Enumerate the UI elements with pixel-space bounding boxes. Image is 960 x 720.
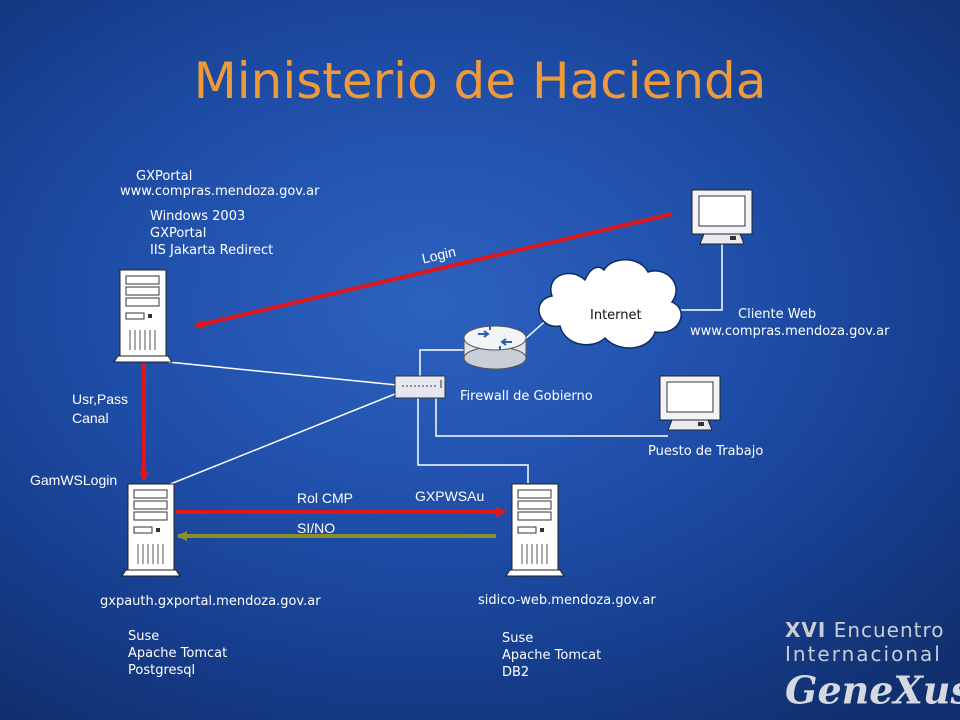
gxportal-specs: Windows 2003 GXPortal IIS Jakarta Redire… xyxy=(150,208,273,259)
link-firewall-sidico xyxy=(417,396,529,483)
gamwslogin-label: GamWSLogin xyxy=(30,472,118,488)
link-gxportal-firewall xyxy=(167,361,398,386)
gxpauth-server: Apache Tomcat xyxy=(128,646,228,661)
firewall-label: Firewall de Gobierno xyxy=(460,389,593,404)
link-internet-cliente xyxy=(662,240,723,311)
gxpauth-os: Suse xyxy=(128,629,160,644)
gxportal-app: GXPortal xyxy=(150,226,207,241)
server-gxportal-icon xyxy=(113,269,173,363)
sino-label: SI/NO xyxy=(297,520,336,536)
internet-cloud-icon xyxy=(538,259,682,349)
link-gxpauth-firewall xyxy=(167,391,401,486)
sidico-specs: Suse Apache Tomcat DB2 xyxy=(502,630,601,681)
sidico-server: Apache Tomcat xyxy=(502,648,602,663)
gxportal-os: Windows 2003 xyxy=(150,209,246,224)
network-connections xyxy=(167,240,723,486)
genexus-logo: XVI Encuentro Internacional GeneXus™ xyxy=(785,618,960,713)
monitor-puesto-icon xyxy=(659,375,721,431)
server-sidico-icon xyxy=(505,483,565,577)
gxportal-server: IIS Jakarta Redirect xyxy=(150,243,274,258)
internet-label: Internet xyxy=(590,308,642,323)
slide-title: Ministerio de Hacienda xyxy=(193,52,767,110)
logo-line3: GeneXus™ xyxy=(785,666,960,713)
gxportal-host-label: www.compras.mendoza.gov.ar xyxy=(120,184,320,199)
sidico-os: Suse xyxy=(502,631,534,646)
firewall-icon xyxy=(394,375,446,399)
link-firewall-puesto xyxy=(435,395,668,437)
logo-line1-bold: XVI xyxy=(785,618,827,642)
logo-line1: XVI Encuentro xyxy=(785,618,960,642)
usrpass-label: Usr,Pass Canal xyxy=(72,390,128,428)
logo-wordmark: GeneXus xyxy=(785,667,960,713)
usrpass-text: Usr,Pass xyxy=(72,391,129,407)
gxpauth-host-label: gxpauth.gxportal.mendoza.gov.ar xyxy=(100,594,321,609)
gxportal-name-label: GXPortal xyxy=(136,169,193,184)
canal-text: Canal xyxy=(72,410,109,426)
monitor-cliente-icon xyxy=(691,189,753,245)
sidico-host-label: sidico-web.mendoza.gov.ar xyxy=(478,593,656,608)
login-arrow xyxy=(194,212,673,329)
sidico-db: DB2 xyxy=(502,665,530,680)
gxpwsau-label: GXPWSAu xyxy=(415,488,485,504)
gxpauth-specs: Suse Apache Tomcat Postgresql xyxy=(128,628,227,679)
cliente-host-label: www.compras.mendoza.gov.ar xyxy=(690,324,890,339)
logo-line1-rest: Encuentro xyxy=(826,618,945,642)
router-icon xyxy=(463,325,527,370)
gxpauth-db: Postgresql xyxy=(128,663,196,678)
cliente-label: Cliente Web xyxy=(738,307,817,322)
logo-line2: Internacional xyxy=(785,642,942,666)
link-firewall-router xyxy=(419,349,466,378)
rolcmp-label: Rol CMP xyxy=(297,490,354,506)
server-gxpauth-icon xyxy=(121,483,181,577)
puesto-label: Puesto de Trabajo xyxy=(648,444,764,459)
